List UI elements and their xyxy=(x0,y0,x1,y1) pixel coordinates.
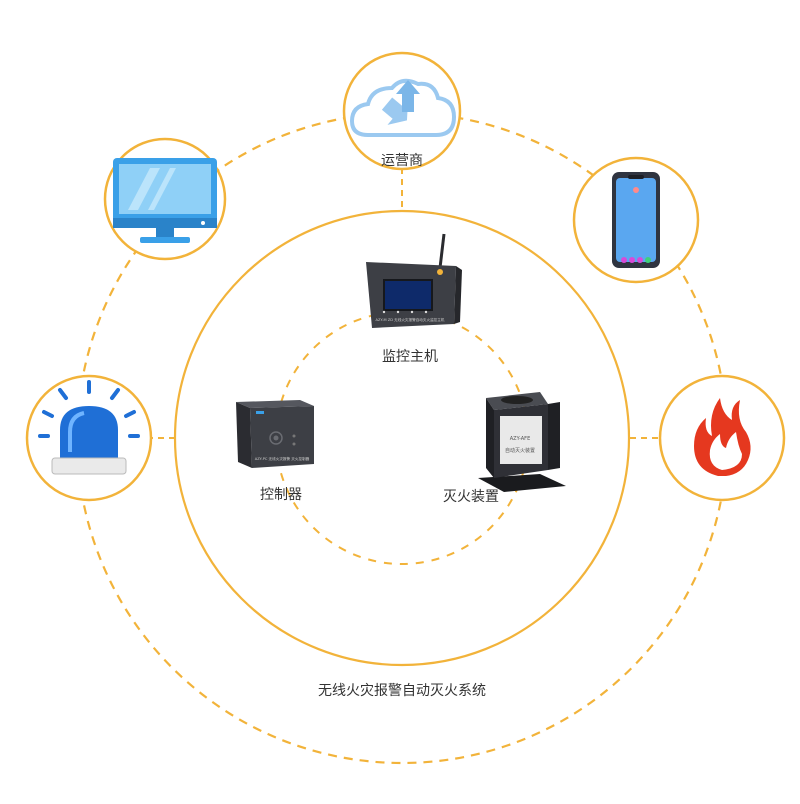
alarm-beacon-icon xyxy=(38,380,140,475)
node-alarm xyxy=(25,374,153,502)
extinguisher-model-text: AZY-AFE xyxy=(510,436,530,442)
desktop-monitor-icon xyxy=(113,158,217,243)
flame-icon xyxy=(694,398,751,476)
smartphone-icon xyxy=(612,172,660,268)
system-title: 无线火灾报警自动灭火系统 xyxy=(318,683,486,699)
monitor-host-device: AZY-M ZD 无线火灾报警自动灭火监控主机 xyxy=(366,233,462,328)
node-fire xyxy=(658,374,786,502)
controller-device: AZY-PC 无线火灾报警 灭火控制器 xyxy=(236,400,314,468)
controller-print-text: AZY-PC 无线火灾报警 灭火控制器 xyxy=(255,456,310,461)
monitor-label: 监控主机 xyxy=(382,349,438,365)
operator-label: 运营商 xyxy=(381,153,423,169)
node-phone xyxy=(572,156,700,284)
extinguisher-device: AZY-AFE 自动灭火装置 xyxy=(478,392,566,492)
controller-label: 控制器 xyxy=(260,487,302,503)
node-pc-monitor xyxy=(103,137,227,261)
extinguisher-print-text: 自动灭火装置 xyxy=(505,447,535,454)
monitor-print-text: AZY-M ZD 无线火灾报警自动灭火监控主机 xyxy=(376,317,445,322)
extinguisher-label: 灭火装置 xyxy=(443,489,499,505)
node-operator xyxy=(342,51,462,171)
